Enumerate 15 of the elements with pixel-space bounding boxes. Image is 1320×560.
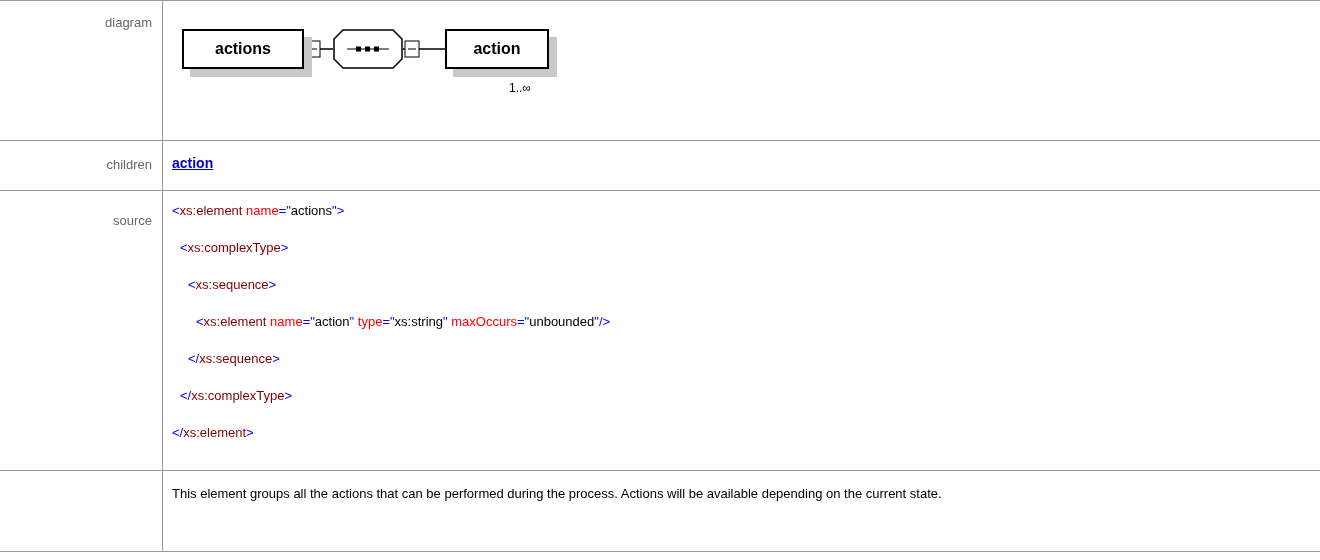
description-text: This element groups all the actions that can be performed during the process. Actions will be available depending on the current state. (172, 485, 943, 503)
row-header: source (111, 213, 152, 228)
code-line: </xs:element> (172, 425, 254, 440)
code-line: <xs:element name="actions"> (172, 203, 345, 218)
connector (402, 40, 446, 58)
sequence-compositor (333, 29, 403, 69)
row-header: children (105, 157, 152, 172)
code-line: </xs:sequence> (187, 351, 280, 366)
child-link: action (172, 155, 214, 171)
code-line: <xs:element name="action" type="xs:string" maxOccurs="unbounded"/> (195, 314, 611, 329)
code-line: <xs:complexType> (179, 240, 289, 255)
occurrence-label: 1..∞ (509, 81, 531, 95)
row-header: diagram (104, 15, 152, 30)
code-line: <xs:sequence> (187, 277, 277, 292)
code-line: </xs:complexType> (179, 388, 292, 403)
